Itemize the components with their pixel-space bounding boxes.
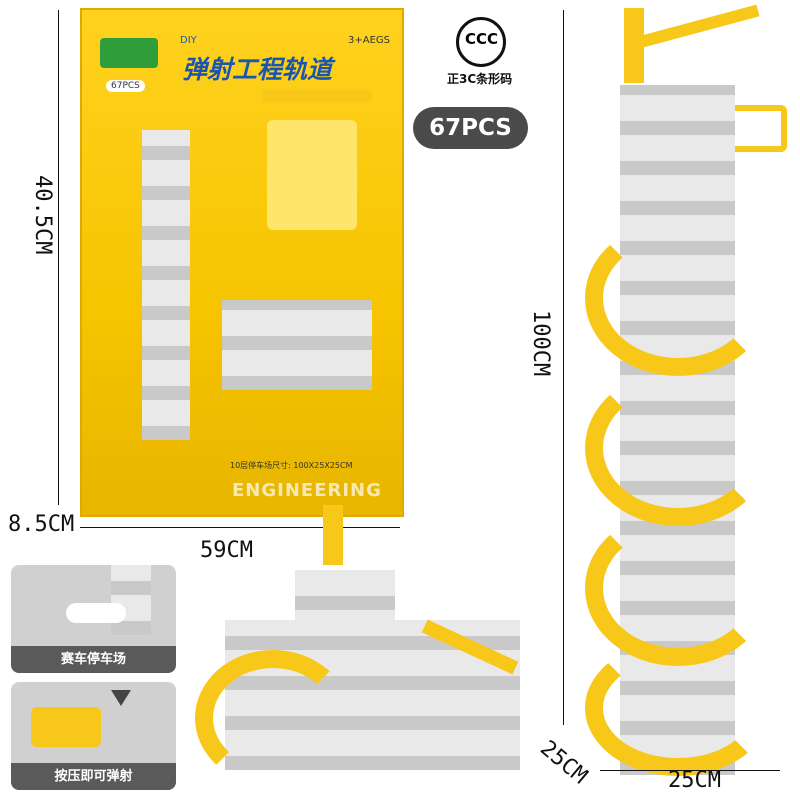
mid-ramp-image (195, 650, 351, 786)
parking-inset-label: 赛车停车场 (11, 646, 176, 673)
box-depth-label: 8.5CM (8, 512, 75, 537)
tower-depth-label: 25CM (535, 735, 592, 790)
tower-width-line (600, 770, 780, 771)
tower-height-label: 100CM (528, 310, 553, 377)
tower-ramp-1 (585, 220, 771, 376)
inset-car-image (66, 603, 126, 623)
tower-ramp-2 (585, 370, 771, 526)
box-parking-image (222, 300, 372, 390)
product-box: DIY 弹射工程轨道 3+AEGS 67PCS 10层停车场尺寸: 100X25… (80, 8, 404, 517)
box-crane-image (262, 90, 372, 102)
ccc-mark: CCC (465, 30, 499, 48)
box-subtitle: DIY (180, 35, 197, 46)
inset-launcher-image (31, 707, 101, 747)
certification-caption: 正3C条形码 (447, 72, 513, 86)
mid-crane-image (323, 505, 343, 565)
launch-inset: 按压即可弹射 (11, 682, 176, 790)
parking-inset: 赛车停车场 (11, 565, 176, 673)
box-pieces-label: 67PCS (106, 80, 145, 92)
box-height-line (58, 10, 59, 505)
tower-crane-arm (640, 4, 760, 48)
box-feature-panel (267, 120, 357, 230)
tower-width-label: 25CM (668, 768, 721, 793)
brand-logo (100, 38, 158, 68)
tower-crane-mast (624, 8, 644, 83)
press-arrow-icon (111, 690, 131, 706)
box-footer-text: ENGINEERING (232, 480, 382, 501)
box-age-label: 3+AEGS (348, 35, 390, 46)
tower-ramp-4 (585, 640, 771, 776)
inset-tower-image (111, 565, 151, 635)
tower-height-line (563, 10, 564, 725)
ccc-icon: CCC (456, 17, 506, 67)
box-width-label: 59CM (200, 538, 253, 563)
pieces-badge: 67PCS (413, 107, 528, 149)
box-tower-image (142, 130, 190, 440)
box-height-label: 40.5CM (30, 175, 55, 255)
box-width-line (80, 527, 400, 528)
box-size-note: 10层停车场尺寸: 100X25X25CM (230, 461, 353, 470)
launch-inset-label: 按压即可弹射 (11, 763, 176, 790)
box-title: 弹射工程轨道 (182, 55, 333, 84)
